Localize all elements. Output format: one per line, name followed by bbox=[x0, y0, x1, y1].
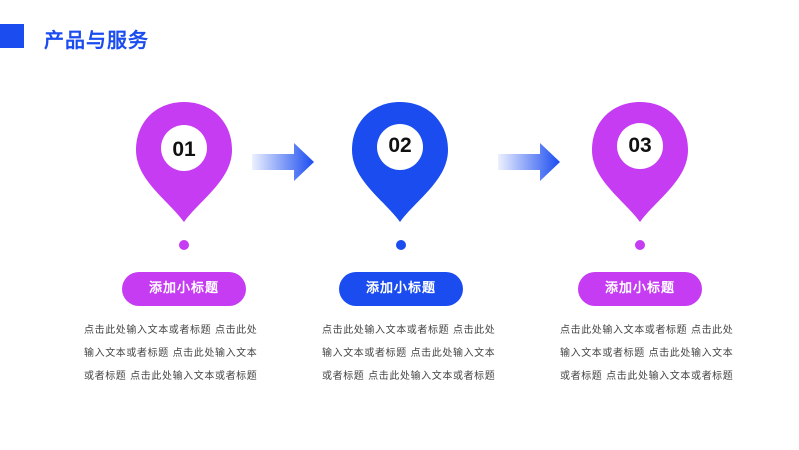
dot-marker bbox=[179, 240, 189, 250]
map-pin-icon: 03 bbox=[590, 100, 690, 224]
step-number: 03 bbox=[628, 134, 652, 157]
page-title: 产品与服务 bbox=[44, 28, 149, 52]
arrow-right-icon bbox=[498, 142, 560, 182]
step-2: 02 添加小标题 点击此处输入文本或者标题 点击此处输入文本或者标题 点击此处输… bbox=[322, 100, 522, 420]
step-number: 01 bbox=[172, 138, 196, 161]
subtitle-button[interactable]: 添加小标题 bbox=[122, 272, 246, 306]
step-number: 02 bbox=[388, 134, 412, 157]
subtitle-button[interactable]: 添加小标题 bbox=[339, 272, 463, 306]
step-description: 点击此处输入文本或者标题 点击此处输入文本或者标题 点击此处输入文本或者标题 点… bbox=[84, 325, 258, 382]
arrow-right-icon bbox=[252, 142, 314, 182]
step-3: 03 添加小标题 点击此处输入文本或者标题 点击此处输入文本或者标题 点击此处输… bbox=[560, 100, 760, 420]
dot-marker bbox=[396, 240, 406, 250]
step-1: 01 添加小标题 点击此处输入文本或者标题 点击此处输入文本或者标题 点击此处输… bbox=[84, 100, 284, 420]
map-pin-icon: 02 bbox=[350, 100, 450, 224]
step-description: 点击此处输入文本或者标题 点击此处输入文本或者标题 点击此处输入文本或者标题 点… bbox=[560, 325, 734, 382]
map-pin-icon: 01 bbox=[134, 100, 234, 224]
subtitle-button[interactable]: 添加小标题 bbox=[578, 272, 702, 306]
dot-marker bbox=[635, 240, 645, 250]
corner-accent-block bbox=[0, 24, 24, 48]
step-description: 点击此处输入文本或者标题 点击此处输入文本或者标题 点击此处输入文本或者标题 点… bbox=[322, 325, 496, 382]
